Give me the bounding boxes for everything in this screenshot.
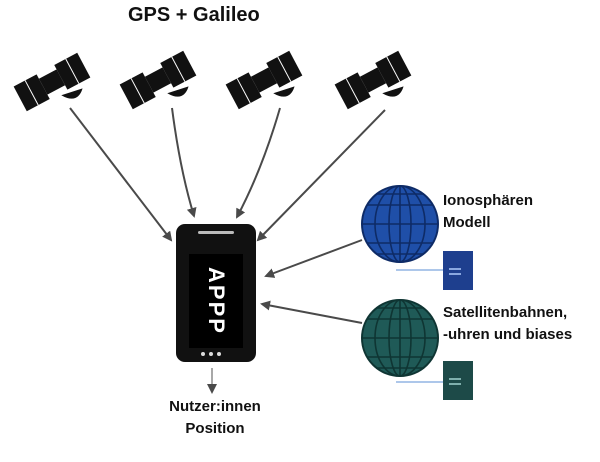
satellite-3	[225, 50, 303, 110]
signal-arrow-1	[69, 107, 173, 242]
ionosphere-label-line1: Ionosphären	[443, 192, 534, 209]
satellite-1	[13, 52, 91, 112]
iono-arrow	[264, 239, 363, 278]
orbit-globe-icon	[361, 299, 439, 377]
sat-arrow	[260, 300, 363, 324]
ionosphere-server-icon	[443, 251, 473, 290]
signal-arrow-2	[171, 107, 197, 218]
orbit-label-line1: Satellitenbahnen,	[443, 304, 568, 321]
diagram-title: GPS + Galileo	[128, 4, 260, 26]
ionosphere-globe-icon	[361, 185, 439, 263]
orbit-label: Satellitenbahnen, -uhren und biases	[443, 302, 572, 346]
orbit-label-line2: -uhren und biases	[443, 326, 573, 343]
device-label-container: APPP	[189, 255, 243, 347]
satellite-2	[119, 50, 197, 110]
signal-arrow-3	[236, 107, 281, 219]
satellite-4	[334, 50, 412, 110]
orbit-server-icon	[443, 361, 473, 400]
signal-arrow-4	[256, 109, 386, 242]
device-label: APPP	[204, 267, 230, 335]
output-label-line1: Nutzer:innen	[169, 398, 261, 415]
output-label: Nutzer:innen Position	[150, 396, 280, 440]
output-label-line2: Position	[185, 420, 245, 437]
ionosphere-label-line2: Modell	[443, 214, 491, 231]
ionosphere-label: Ionosphären Modell	[443, 190, 533, 234]
appp-device	[176, 224, 256, 362]
